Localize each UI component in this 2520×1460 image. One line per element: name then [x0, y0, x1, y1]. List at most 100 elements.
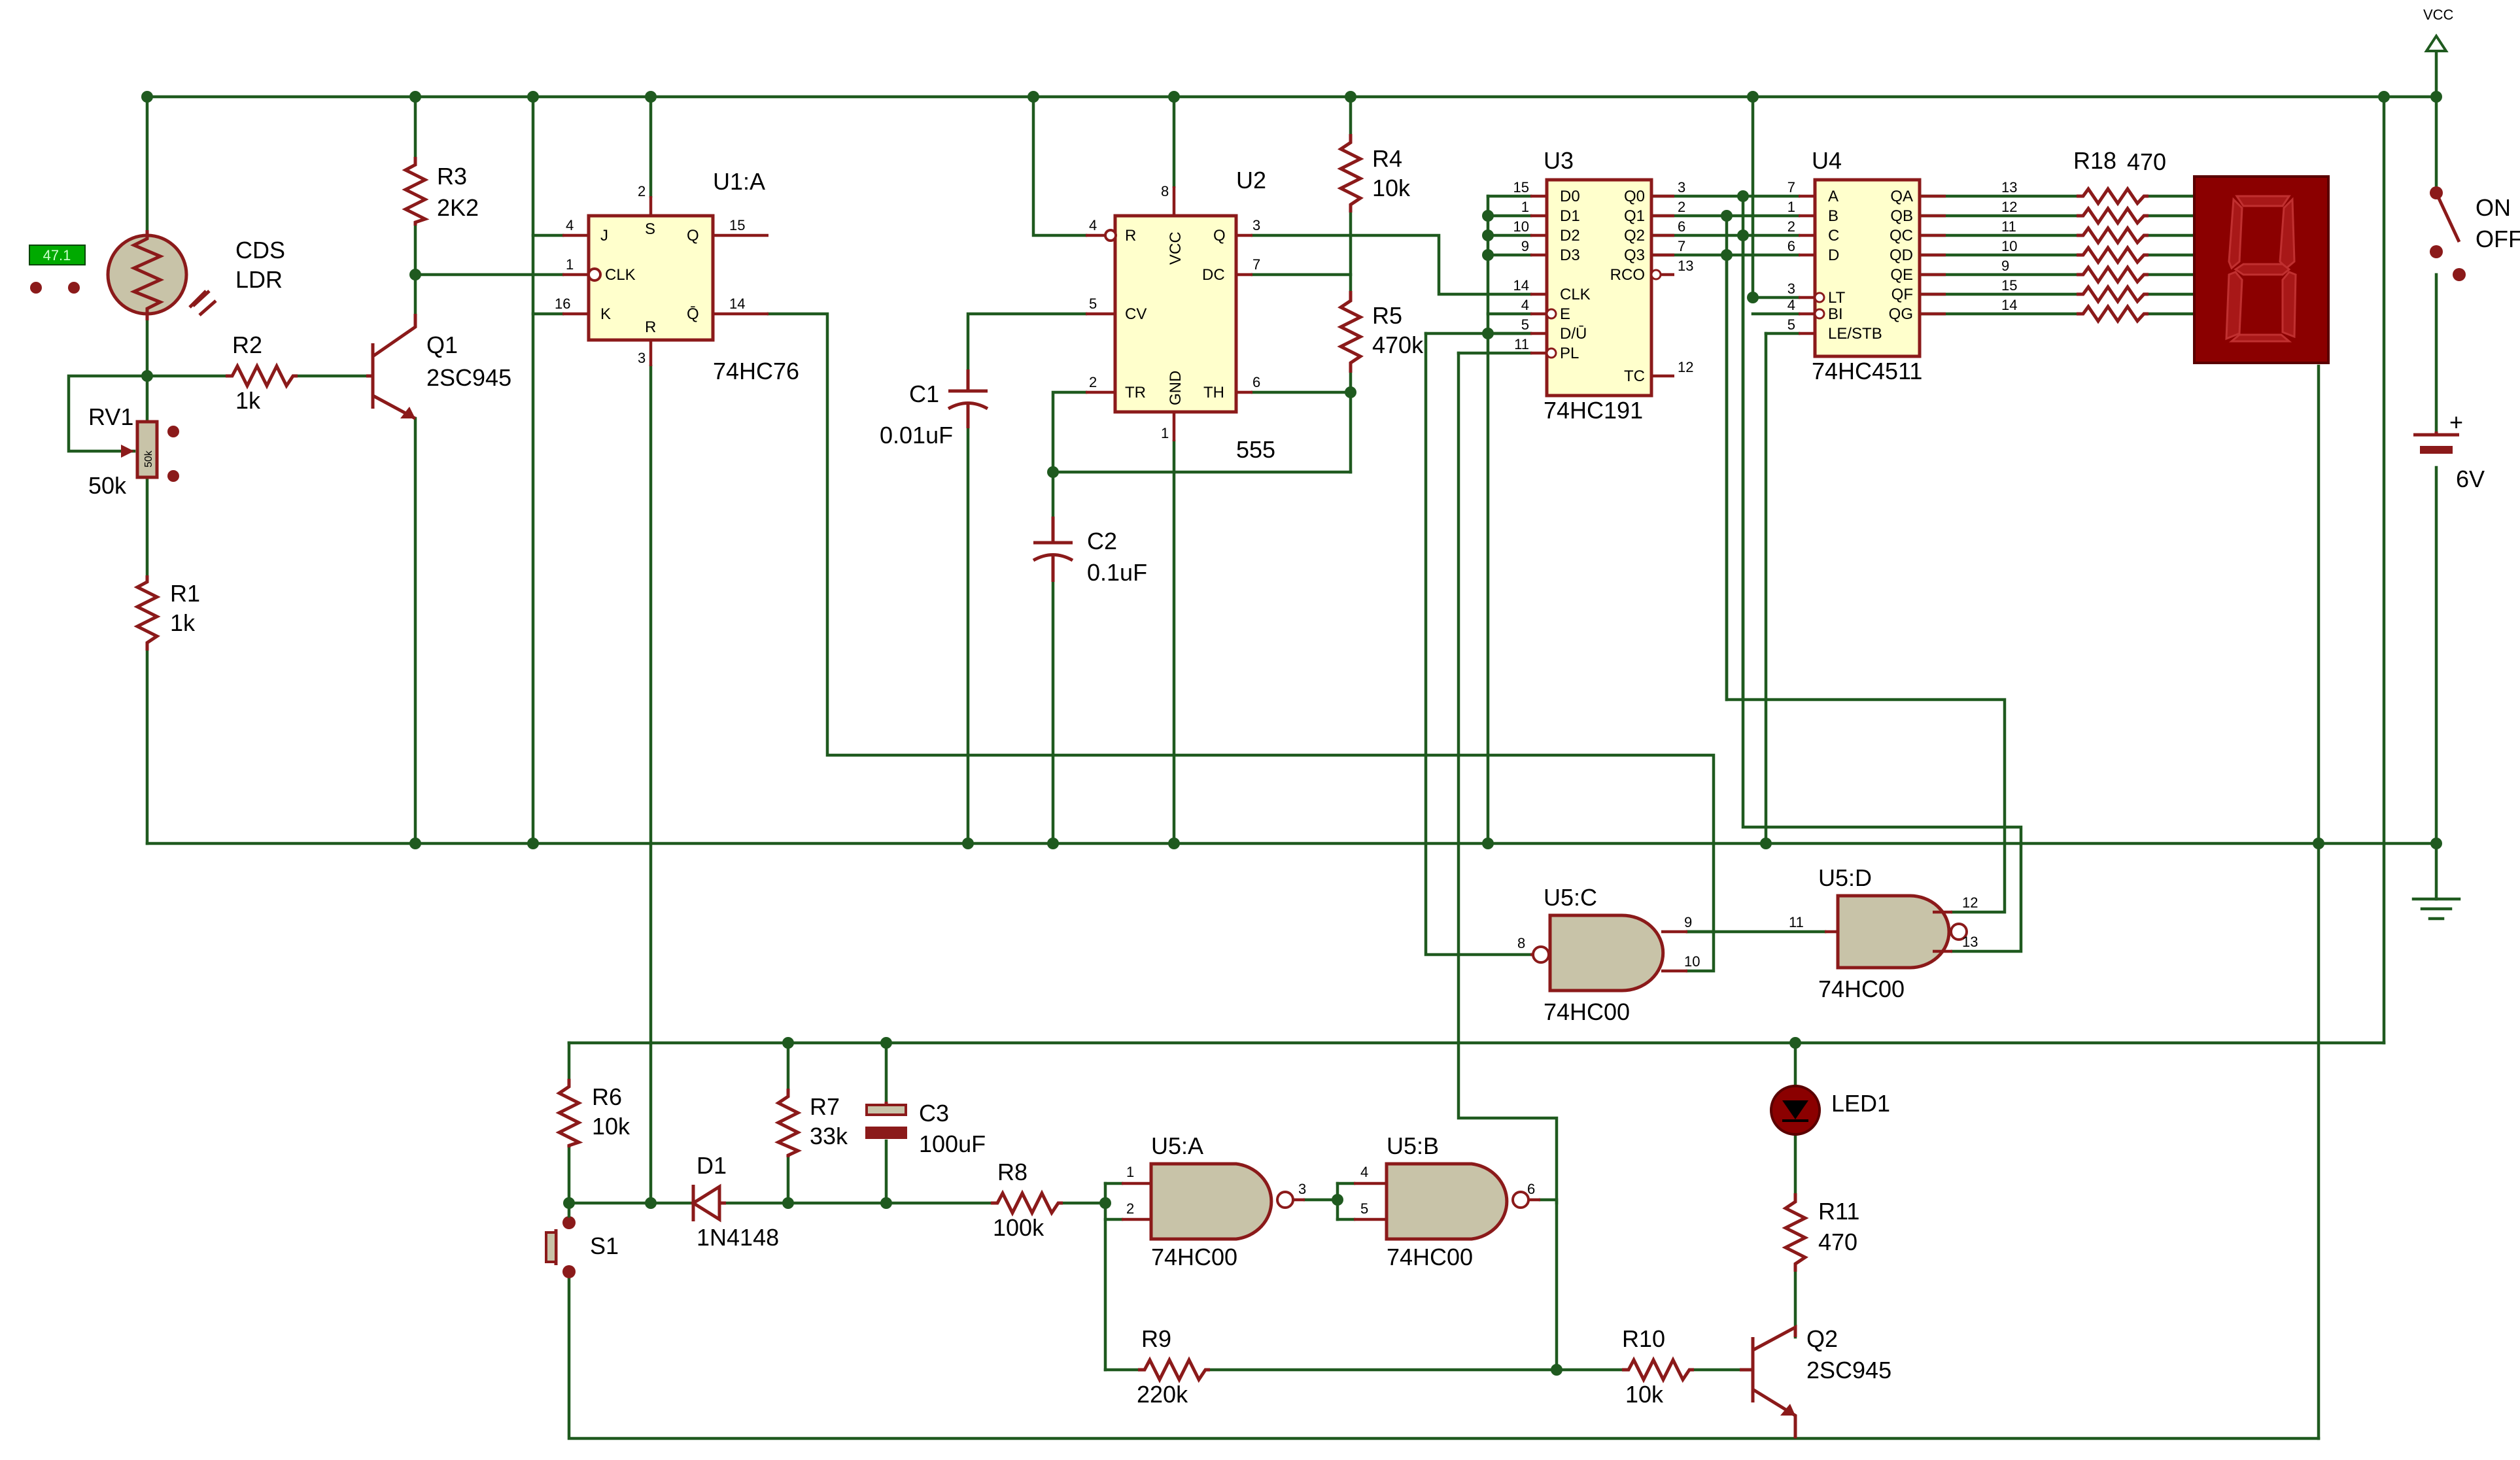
battery: + 6V: [2413, 409, 2485, 492]
d1-value: 1N4148: [697, 1224, 779, 1251]
r18-element: [2077, 303, 2149, 324]
c1-capacitor: C1 0.01uF: [880, 369, 989, 449]
u1a-pin-clk: CLK: [605, 266, 636, 284]
junctions: [141, 91, 2442, 1376]
led1-ref: LED1: [1831, 1090, 1890, 1117]
u1a-num-q: 15: [729, 217, 745, 233]
u3-pin-num: 15: [1513, 179, 1529, 195]
r6-ref: R6: [592, 1083, 622, 1110]
u5a-nand-gate: 1 2 3 U5:A 74HC00: [1122, 1132, 1306, 1270]
u1a-flipflop: J CLK K S R Q Q̄ 4 1 16 2 3 15 14 U1:A 7…: [555, 168, 799, 384]
r3-resistor: R3 2K2: [402, 157, 479, 226]
c3-capacitor: C3 100uF: [865, 1100, 986, 1157]
q1-value: 2SC945: [426, 364, 511, 391]
u3-pin-name: D3: [1560, 246, 1580, 264]
u5c-value: 74HC00: [1544, 998, 1630, 1025]
d1-diode: D1 1N4148: [690, 1152, 779, 1251]
u5d-num-12: 12: [1962, 894, 1978, 911]
r3-ref: R3: [437, 163, 467, 190]
r4-resistor: R4 10k: [1337, 134, 1411, 212]
u2-pin-tr: TR: [1125, 384, 1146, 401]
u3-pin-name: TC: [1624, 367, 1645, 385]
u1a-pin-s: S: [645, 220, 655, 238]
u2-pin-dc: DC: [1202, 266, 1225, 284]
u4-pin-num: 12: [2001, 199, 2017, 215]
u3-pin-name: D/Ū: [1560, 325, 1587, 343]
r8-ref: R8: [997, 1159, 1027, 1185]
rv1-ref: RV1: [88, 403, 133, 430]
s1-pushbutton[interactable]: S1: [545, 1201, 619, 1278]
u4-ref: U4: [1812, 147, 1842, 174]
u3-pin-num: 10: [1513, 218, 1529, 235]
q2-ref: Q2: [1806, 1325, 1838, 1352]
u4-pin-name: QF: [1891, 286, 1913, 303]
ldr-meter-value: 47.1: [43, 247, 71, 263]
r18-ref: R18: [2073, 147, 2116, 174]
battery-value: 6V: [2456, 466, 2485, 492]
r6-value: 10k: [592, 1113, 630, 1140]
r5-value: 470k: [1372, 331, 1424, 358]
u5c-num-8: 8: [1517, 935, 1525, 951]
u4-pin-num: 6: [1787, 238, 1795, 254]
r2-ref: R2: [232, 331, 262, 358]
ldr-value: LDR: [235, 266, 283, 293]
r10-value: 10k: [1625, 1381, 1664, 1408]
c1-value: 0.01uF: [880, 422, 953, 449]
r3-value: 2K2: [437, 194, 479, 221]
rv1-value: 50k: [88, 472, 127, 499]
c2-value: 0.1uF: [1087, 559, 1147, 586]
r5-ref: R5: [1372, 302, 1402, 329]
ldr-meter: [29, 245, 86, 265]
u3-pin-num: 7: [1678, 238, 1685, 254]
rv1-potentiometer: 50k RV1 50k: [88, 403, 179, 499]
u1a-pin-k: K: [600, 305, 611, 323]
q1-transistor: Q1 2SC945: [366, 314, 511, 420]
u5d-num-11: 11: [1789, 914, 1804, 930]
u2-num-gnd: 1: [1161, 425, 1169, 441]
u4-pin-num: 2: [1787, 218, 1795, 235]
u3-pin-num: 5: [1521, 316, 1529, 333]
u3-pin-name: D2: [1560, 227, 1580, 245]
rv1-body-label: 50k: [143, 450, 154, 467]
u3-pin-num: 3: [1678, 179, 1685, 195]
vcc-terminal: VCC: [2423, 7, 2454, 52]
power-switch[interactable]: ON OFF: [2430, 186, 2520, 281]
u1a-pin-j: J: [600, 227, 608, 245]
u4-pin-name: LT: [1828, 289, 1846, 307]
r6-resistor: R6 10k: [555, 1079, 630, 1147]
u4-pin-name: D: [1828, 246, 1839, 264]
u2-ref: U2: [1236, 167, 1266, 194]
u4-pin-name: QA: [1890, 188, 1913, 205]
r10-ref: R10: [1622, 1325, 1665, 1352]
u4-pin-name: QC: [1890, 227, 1913, 245]
r7-value: 33k: [810, 1123, 848, 1149]
r8-resistor: R8 100k: [991, 1159, 1063, 1241]
switch-on-label: ON: [2476, 194, 2511, 221]
u5a-num-1: 1: [1126, 1164, 1134, 1180]
u2-pin-gnd: GND: [1167, 371, 1184, 405]
u3-pin-name: RCO: [1610, 266, 1645, 284]
u2-value: 555: [1236, 436, 1275, 463]
u3-ref: U3: [1544, 147, 1574, 174]
u2-pin-q: Q: [1213, 227, 1226, 245]
c3-value: 100uF: [919, 1130, 986, 1157]
u3-pin-num: 11: [1514, 336, 1529, 352]
u5b-num-6: 6: [1527, 1181, 1535, 1197]
q2-value: 2SC945: [1806, 1357, 1891, 1384]
u5a-ref: U5:A: [1151, 1132, 1203, 1159]
u3-pin-name: Q3: [1624, 246, 1645, 264]
u4-pin-name: QE: [1890, 266, 1913, 284]
u5c-num-9: 9: [1684, 914, 1692, 930]
u4-pin-num: 9: [2001, 258, 2009, 274]
u4-pin-name: LE/STB: [1828, 325, 1882, 343]
r18-element: [2077, 245, 2149, 265]
u1a-num-k: 16: [555, 296, 570, 312]
u1a-pin-r: R: [645, 318, 656, 336]
ldr-ref: CDS: [235, 237, 285, 263]
u4-pin-num: 14: [2001, 297, 2017, 313]
battery-plus: +: [2449, 409, 2463, 435]
u4-pin-name: A: [1828, 188, 1838, 205]
r7-ref: R7: [810, 1093, 840, 1120]
u5d-num-13: 13: [1962, 934, 1978, 950]
